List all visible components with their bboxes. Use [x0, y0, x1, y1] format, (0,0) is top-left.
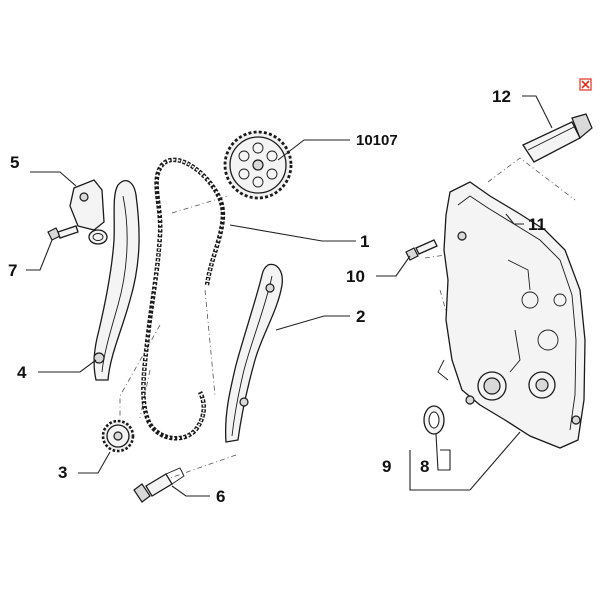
- label-part-1: 1: [360, 232, 369, 251]
- label-part-9: 9: [382, 457, 391, 476]
- leader-lines: [26, 95, 553, 497]
- sealant-tube: [522, 113, 593, 163]
- fixed-chain-guide: [224, 263, 283, 443]
- crankshaft-sprocket: [101, 419, 135, 453]
- pivot-pin: [133, 467, 185, 503]
- label-part-4: 4: [17, 363, 27, 382]
- label-part-3: 3: [58, 463, 67, 482]
- label-part-8: 8: [420, 457, 429, 476]
- label-part-12: 12: [492, 87, 511, 106]
- label-part-7: 7: [8, 261, 17, 280]
- timing-cover: [437, 181, 586, 449]
- hydraulic-tensioner: [69, 179, 108, 245]
- label-part-5: 5: [10, 153, 19, 172]
- tensioner-guide: [93, 180, 140, 381]
- label-part-10107: 10107: [356, 132, 398, 149]
- camshaft-sprocket: [223, 130, 293, 200]
- label-part-2: 2: [356, 307, 365, 326]
- label-part-10: 10: [346, 267, 365, 286]
- cover-bolt: [405, 239, 438, 261]
- close-icon[interactable]: [579, 78, 592, 91]
- timing-chain: [141, 157, 226, 441]
- oil-seal: [423, 405, 445, 435]
- label-part-11: 11: [528, 215, 546, 234]
- label-part-6: 6: [216, 487, 225, 506]
- tensioner-bolt: [47, 225, 79, 241]
